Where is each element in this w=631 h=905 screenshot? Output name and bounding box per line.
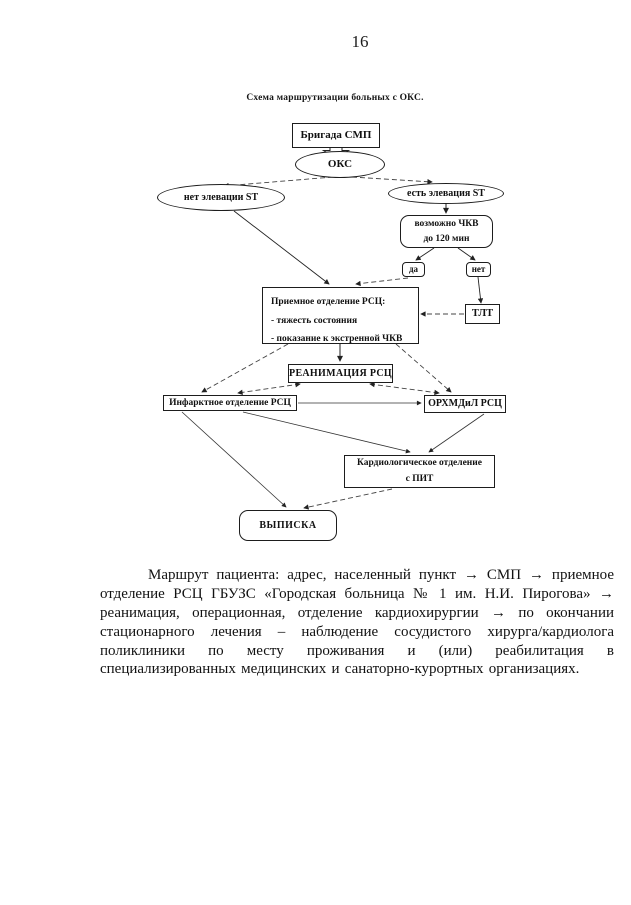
node-brigada-smp: Бригада СМП — [292, 123, 380, 148]
route-paragraph: Маршрут пациента: адрес, населенный пунк… — [100, 567, 614, 678]
node-no: нет — [466, 262, 491, 277]
node-cardiology-dept: Кардиологическое отделение с ПИТ — [344, 455, 495, 488]
node-admission-dept: Приемное отделение РСЦ: - тяжесть состоя… — [262, 287, 419, 344]
node-orhmdil: ОРХМДиЛ РСЦ — [424, 395, 506, 413]
node-no-st-elevation: нет элевации ST — [157, 184, 285, 211]
node-discharge: ВЫПИСКА — [239, 510, 337, 541]
node-reanimation: РЕАНИМАЦИЯ РСЦ — [288, 364, 393, 383]
node-pci-possible: возможно ЧКВ до 120 мин — [400, 215, 493, 248]
node-st-elevation: есть элевация ST — [388, 183, 504, 204]
node-oks: ОКС — [295, 151, 385, 178]
page-number: 16 — [351, 32, 369, 51]
diagram-title: Схема маршрутизации больных с ОКС. — [246, 93, 424, 103]
node-tlt: ТЛТ — [465, 304, 500, 324]
node-infarct-dept: Инфарктное отделение РСЦ — [163, 395, 297, 411]
node-yes: да — [402, 262, 425, 277]
